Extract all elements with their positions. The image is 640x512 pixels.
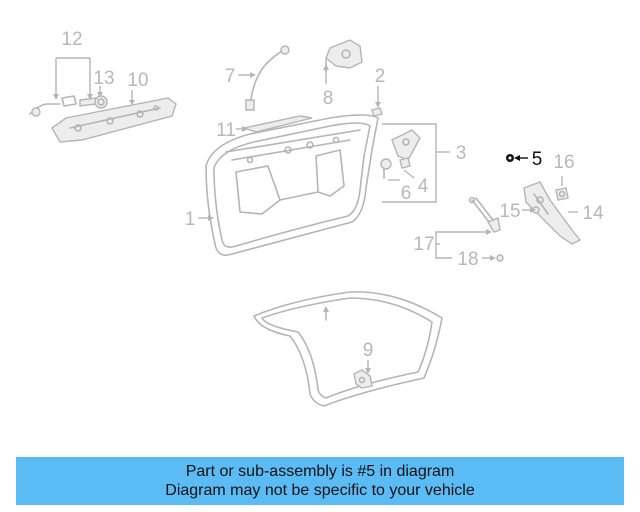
banner-line-1: Part or sub-assembly is #5 in diagram bbox=[185, 463, 455, 480]
callout-6: 6 bbox=[401, 183, 412, 204]
banner-line-2: Diagram may not be specific to your vehi… bbox=[165, 482, 475, 499]
callout-8: 8 bbox=[323, 88, 334, 109]
part-5-highlight bbox=[506, 154, 528, 162]
handle-assembly-drawing bbox=[29, 95, 177, 143]
callout-15: 15 bbox=[499, 201, 520, 222]
callout-9: 9 bbox=[363, 340, 374, 361]
callout-14: 14 bbox=[582, 203, 604, 224]
callout-4: 4 bbox=[418, 176, 429, 197]
callout-16: 16 bbox=[553, 152, 574, 173]
info-banner: Part or sub-assembly is #5 in diagram Di… bbox=[16, 457, 624, 505]
callout-12: 12 bbox=[61, 29, 82, 50]
callout-3: 3 bbox=[456, 143, 467, 164]
callout-11: 11 bbox=[216, 120, 236, 141]
callout-10: 10 bbox=[127, 70, 148, 91]
callout-7: 7 bbox=[225, 66, 236, 87]
callout-13: 13 bbox=[93, 68, 114, 89]
callout-1: 1 bbox=[185, 209, 196, 230]
parts-diagram: 12 13 10 7 8 2 11 1 3 bbox=[29, 29, 604, 407]
trunk-lid-drawing bbox=[205, 114, 379, 256]
weatherstrip-drawing bbox=[253, 291, 443, 407]
callout-2: 2 bbox=[375, 66, 386, 87]
callout-17: 17 bbox=[413, 234, 434, 255]
callout-18: 18 bbox=[457, 249, 478, 270]
callout-5: 5 bbox=[532, 149, 543, 170]
